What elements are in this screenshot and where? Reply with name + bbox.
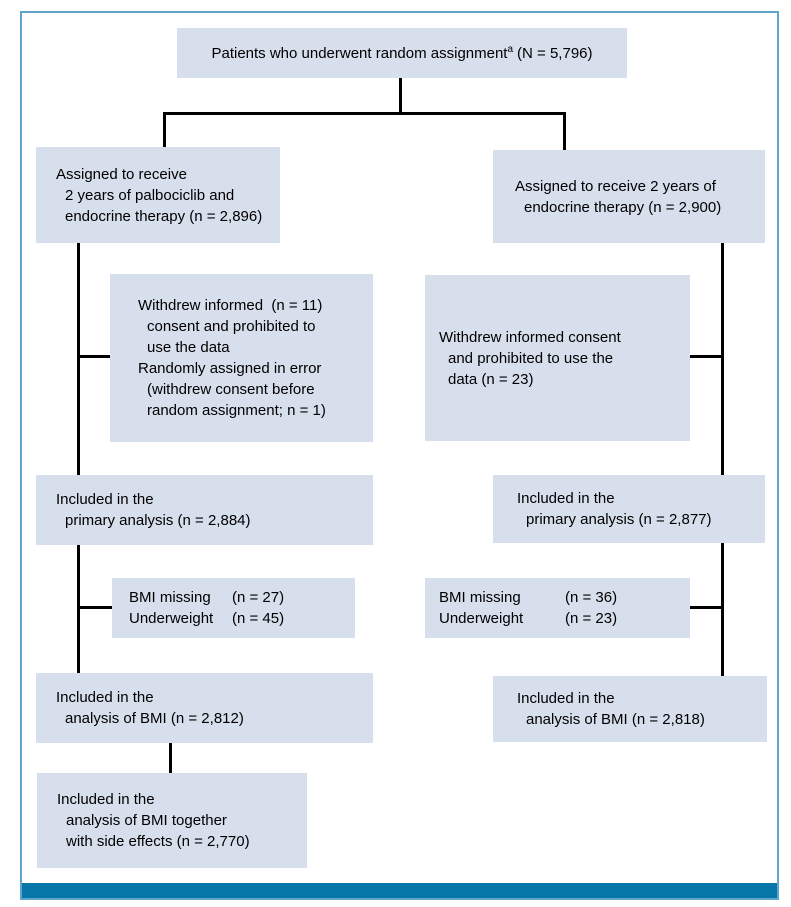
connector-left-final [169,742,172,774]
box-primary-analysis-right: Included in the primary analysis (n = 2,… [493,475,765,543]
connector-left-bmi-stub [77,606,113,609]
connector-top-vertical [399,78,402,115]
box-text-line: (withdrew consent before [147,381,315,398]
box-text-line: Patients who underwent random assignment… [211,43,592,64]
figure-frame [20,11,779,900]
box-text-line: 2 years of palbociclib and [65,186,235,204]
box-text-line: endocrine therapy (n = 2,896) [65,207,263,225]
connector-left-withdraw-stub [77,355,111,358]
box-bmi-analysis-left: Included in the analysis of BMI (n = 2,8… [36,673,373,743]
box-text-line: use the data [147,339,230,356]
box-text-line: random assignment; n = 1) [147,402,326,419]
box-withdrew-right: Withdrew informed consent and prohibited… [425,275,690,441]
connector-right-withdraw-stub [689,355,723,358]
excluded-row: BMI missing (n = 27) [129,587,355,608]
box-text-line: analysis of BMI (n = 2,818) [526,711,705,728]
connector-drop-right [563,112,566,151]
connector-right-spine-1 [721,242,724,476]
footer-bar [22,883,777,898]
box-assigned-endocrine: Assigned to receive 2 years of endocrine… [493,150,765,243]
randomized-text: Patients who underwent random assignment [211,44,508,62]
excluded-row: BMI missing (n = 36) [439,587,690,608]
box-text-line: Included in the [517,490,615,507]
excluded-label: BMI missing [439,589,521,606]
box-text-line: primary analysis (n = 2,884) [65,512,251,529]
box-bmi-excluded-left: BMI missing (n = 27) Underweight (n = 45… [112,578,355,638]
connector-left-spine-2 [77,544,80,674]
connector-left-spine-1 [77,242,80,476]
box-text-line: Assigned to receive 2 years of [515,177,716,195]
box-text-line: with side effects (n = 2,770) [66,833,250,850]
excluded-label: Underweight [129,610,214,627]
excluded-row: Underweight (n = 23) [439,608,690,629]
box-bmi-analysis-right: Included in the analysis of BMI (n = 2,8… [493,676,767,742]
box-text-line: Included in the [517,690,615,707]
box-text-line: Withdrew informed consent [439,328,621,346]
box-text-line: endocrine therapy (n = 2,900) [524,198,722,216]
box-primary-analysis-left: Included in the primary analysis (n = 2,… [36,475,373,545]
box-text-line: Withdrew informed (n = 11) [138,297,323,314]
box-text-line: Included in the [56,491,154,508]
box-text-line: analysis of BMI together [66,812,227,829]
connector-split-horizontal [163,112,566,115]
excluded-value: (n = 45) [232,610,285,627]
excluded-label: Underweight [439,610,524,627]
box-text-line: data (n = 23) [448,370,534,388]
box-bmi-excluded-right: BMI missing (n = 36) Underweight (n = 23… [425,578,690,638]
footnote-marker: a [507,43,514,55]
connector-right-bmi-stub [689,606,723,609]
connector-drop-left [163,112,166,148]
box-text-line: analysis of BMI (n = 2,812) [65,710,244,727]
excluded-row: Underweight (n = 45) [129,608,355,629]
box-bmi-side-effects: Included in the analysis of BMI together… [37,773,307,868]
box-randomized: Patients who underwent random assignment… [177,28,627,78]
excluded-value: (n = 36) [565,589,618,606]
box-text-line: and prohibited to use the [448,349,614,367]
randomized-n: (N = 5,796) [517,44,593,62]
connector-right-spine-2 [721,542,724,677]
box-text-line: consent and prohibited to [147,318,316,335]
excluded-value: (n = 27) [232,589,285,606]
box-text-line: primary analysis (n = 2,877) [526,511,712,528]
excluded-value: (n = 23) [565,610,618,627]
excluded-label: BMI missing [129,589,211,606]
box-text-line: Included in the [56,689,154,706]
box-withdrew-left: Withdrew informed (n = 11) consent and p… [110,274,373,442]
box-assigned-palbociclib-endocrine: Assigned to receive 2 years of palbocicl… [36,147,280,243]
box-text-line: Randomly assigned in error [138,360,322,377]
box-text-line: Included in the [57,791,155,808]
box-text-line: Assigned to receive [56,165,187,183]
